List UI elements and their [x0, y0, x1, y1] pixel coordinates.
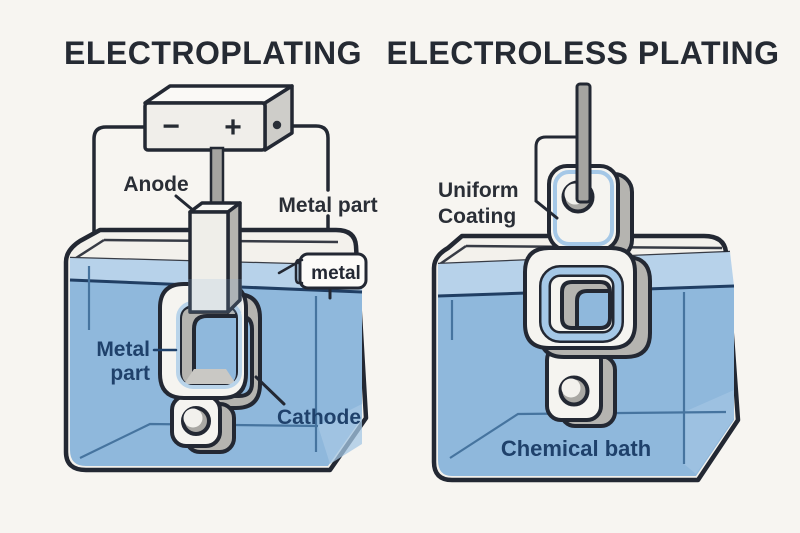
anode-leader-line	[174, 194, 196, 213]
battery-front-face	[143, 101, 267, 152]
coated-part	[523, 82, 652, 428]
wire-right-upper	[276, 124, 330, 192]
metal-part-water-label-line2: part	[110, 362, 150, 385]
battery	[143, 84, 294, 152]
uniform-coating-leader-line	[534, 135, 579, 220]
left-water-highlight	[318, 404, 362, 464]
hanging-rod	[575, 82, 592, 204]
cathode-leader-line	[254, 375, 286, 406]
right-labels: ELECTROLESS PLATING Uniform Coating Chem…	[387, 35, 780, 461]
chemical-bath-label: Chemical bath	[501, 436, 651, 461]
left-labels: ELECTROPLATING Anode Metal part metal Me…	[64, 35, 378, 429]
uniform-coating-label-line2: Coating	[438, 205, 516, 228]
battery-terminal-dot	[272, 120, 282, 130]
right-tank-floor-line	[449, 410, 727, 459]
part-bottom-hole-highlight	[561, 378, 581, 398]
metal-tag-label: metal	[311, 263, 361, 284]
metal-part-top-label: Metal part	[278, 194, 377, 217]
left-tank-floor-line	[79, 422, 319, 459]
metal-part-water-label-line1: Metal	[96, 338, 150, 361]
uniform-coating-label-line1: Uniform	[438, 179, 519, 202]
anode-front-face	[188, 210, 230, 314]
anode-water-tint	[188, 279, 242, 313]
part-coating-band	[541, 267, 622, 341]
left-tank-rim-diagonal	[75, 238, 105, 260]
anode-bar	[188, 201, 242, 314]
title-left: ELECTROPLATING	[64, 35, 362, 71]
right-diagram: ELECTROLESS PLATING Uniform Coating Chem…	[387, 35, 780, 483]
wire-left	[92, 125, 147, 254]
title-right: ELECTROLESS PLATING	[387, 35, 780, 71]
left-diagram: − +	[63, 35, 378, 473]
metal-tag-bracket	[294, 258, 304, 285]
cathode-tab-hole-highlight	[183, 408, 203, 428]
metal-tag-box	[298, 252, 368, 290]
plus-symbol: +	[224, 111, 242, 144]
cathode-label: Cathode	[277, 406, 361, 429]
right-tank-rim-diagonal	[439, 244, 467, 266]
minus-symbol: −	[162, 110, 180, 143]
cathode-hole-bottom-wall	[184, 369, 236, 384]
cathode-part	[158, 282, 262, 454]
anode-label: Anode	[123, 173, 188, 196]
